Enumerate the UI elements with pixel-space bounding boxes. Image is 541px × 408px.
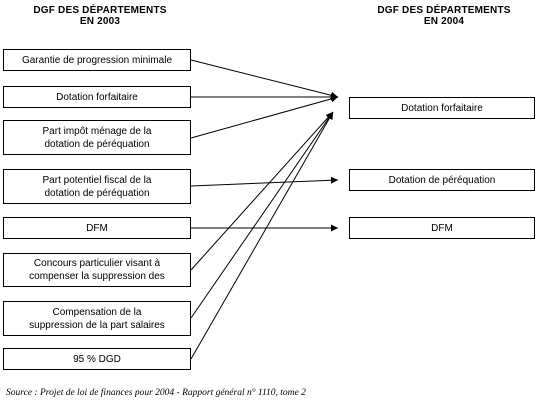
box-concours-particulier: Concours particulier visant à compenser … [3,253,191,287]
box-dotation-forfaitaire-2004: Dotation forfaitaire [349,97,535,119]
box-dfm-2004-label: DFM [431,222,453,234]
heading-2004-line-1: DGF DES DÉPARTEMENTS [377,5,511,16]
box-concours-particulier-line-1: Concours particulier visant à [33,258,161,269]
heading-2003-line-1: DGF DES DÉPARTEMENTS [33,5,167,16]
box-dotation-perequation-2004-label: Dotation de péréquation [388,174,496,186]
box-dotation-forfaitaire-2003-label: Dotation forfaitaire [56,91,138,103]
heading-2003: DGF DES DÉPARTEMENTS EN 2003 [0,5,200,27]
box-part-potentiel-fiscal: Part potentiel fiscal de la dotation de … [3,169,191,204]
box-garantie-progression: Garantie de progression minimale [3,49,191,71]
arrow-concours-to-dotation-forfaitaire [190,111,334,271]
arrow-impot-menage-to-dotation-forfaitaire [190,95,339,139]
arrow-dgd-to-dotation-forfaitaire [190,111,334,360]
heading-2004-line-2: EN 2004 [423,16,465,27]
box-compensation-part-salaires-line-1: Compensation de la [52,306,142,318]
arrow-compensation-to-dotation-forfaitaire [190,111,334,319]
arrow-garantie-to-dotation-forfaitaire [190,59,339,99]
box-part-impot-menage-line-2: dotation de péréquation [44,138,150,150]
box-part-potentiel-fiscal-line-2: dotation de péréquation [44,187,150,199]
box-compensation-part-salaires-line-2: suppression de la part salaires [29,319,165,331]
box-95-dgd-label: 95 % DGD [73,353,121,365]
box-dotation-forfaitaire-2003: Dotation forfaitaire [3,86,191,108]
box-95-dgd: 95 % DGD [3,348,191,370]
box-compensation-part-salaires: Compensation de la suppression de la par… [3,301,191,336]
heading-2003-line-2: EN 2003 [79,16,121,27]
heading-2004: DGF DES DÉPARTEMENTS EN 2004 [344,5,541,27]
box-part-impot-menage: Part impôt ménage de la dotation de péré… [3,120,191,155]
box-dfm-2004: DFM [349,217,535,239]
box-dotation-perequation-2004: Dotation de péréquation [349,169,535,191]
arrow-potentiel-fiscal-to-dotation-perequation [190,176,339,187]
box-dotation-forfaitaire-2004-label: Dotation forfaitaire [401,102,483,114]
source-note: Source : Projet de loi de finances pour … [6,388,306,398]
box-part-potentiel-fiscal-line-1: Part potentiel fiscal de la [42,174,152,186]
box-concours-particulier-line-2: compenser la suppression des [29,271,165,282]
box-dfm-2003: DFM [3,217,191,239]
box-dfm-2003-label: DFM [86,222,108,234]
box-garantie-progression-label: Garantie de progression minimale [21,54,173,66]
box-part-impot-menage-line-1: Part impôt ménage de la [42,125,152,137]
